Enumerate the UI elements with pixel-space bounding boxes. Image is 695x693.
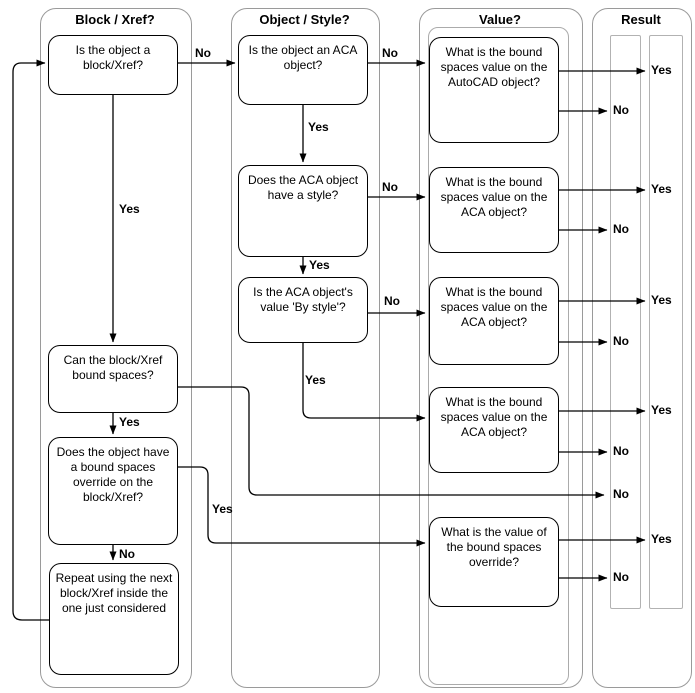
edge-label-b7-no: No xyxy=(384,294,400,308)
node-value-on-aca-object-3: What is the bound spaces value on the AC… xyxy=(429,387,559,473)
lane-title-result: Result xyxy=(621,12,661,27)
edge-label-b1-yes: Yes xyxy=(119,202,140,216)
edge-label-b7-yes: Yes xyxy=(305,373,326,387)
lane-title-object-style: Object / Style? xyxy=(259,12,350,27)
edge-label-b3-yes: Yes xyxy=(212,502,233,516)
node-value-of-override: What is the value of the bound spaces ov… xyxy=(429,517,559,607)
edge-label-b3-no: No xyxy=(119,547,135,561)
result-no-3: No xyxy=(613,334,629,348)
edge-label-b1-no: No xyxy=(195,46,211,60)
result-no-column xyxy=(610,35,641,609)
node-value-on-aca-object-1: What is the bound spaces value on the AC… xyxy=(429,167,559,253)
lane-title-value: Value? xyxy=(479,12,521,27)
node-is-object-aca: Is the object an ACA object? xyxy=(238,35,368,105)
edge-label-b6-yes: Yes xyxy=(309,258,330,272)
result-yes-5: Yes xyxy=(651,532,672,546)
result-no-2: No xyxy=(613,222,629,236)
result-yes-3: Yes xyxy=(651,293,672,307)
edge-label-b6-no: No xyxy=(382,180,398,194)
node-value-on-autocad-object: What is the bound spaces value on the Au… xyxy=(429,37,559,143)
node-object-has-override-on-block: Does the object have a bound spaces over… xyxy=(48,437,178,545)
node-aca-object-has-style: Does the ACA object have a style? xyxy=(238,165,368,257)
result-no-5: No xyxy=(613,487,629,501)
lane-result xyxy=(592,8,692,688)
result-yes-2: Yes xyxy=(651,182,672,196)
result-no-1: No xyxy=(613,103,629,117)
node-can-block-xref-bound-spaces: Can the block/Xref bound spaces? xyxy=(48,345,178,413)
edge-label-b5-no: No xyxy=(382,46,398,60)
edge-label-b5-yes: Yes xyxy=(308,120,329,134)
edge-label-b2-yes: Yes xyxy=(119,415,140,429)
node-repeat-with-next-block-xref: Repeat using the next block/Xref inside … xyxy=(49,563,179,675)
node-value-on-aca-object-2: What is the bound spaces value on the AC… xyxy=(429,277,559,365)
result-yes-4: Yes xyxy=(651,403,672,417)
lane-object-style xyxy=(231,8,380,688)
node-aca-value-by-style: Is the ACA object's value 'By style'? xyxy=(238,277,368,343)
result-yes-column xyxy=(649,35,683,609)
result-no-6: No xyxy=(613,570,629,584)
lane-value-inner-panel xyxy=(428,27,569,685)
lane-title-block-xref: Block / Xref? xyxy=(75,12,155,27)
node-is-object-block-xref: Is the object a block/Xref? xyxy=(48,35,178,95)
result-no-4: No xyxy=(613,444,629,458)
result-yes-1: Yes xyxy=(651,63,672,77)
